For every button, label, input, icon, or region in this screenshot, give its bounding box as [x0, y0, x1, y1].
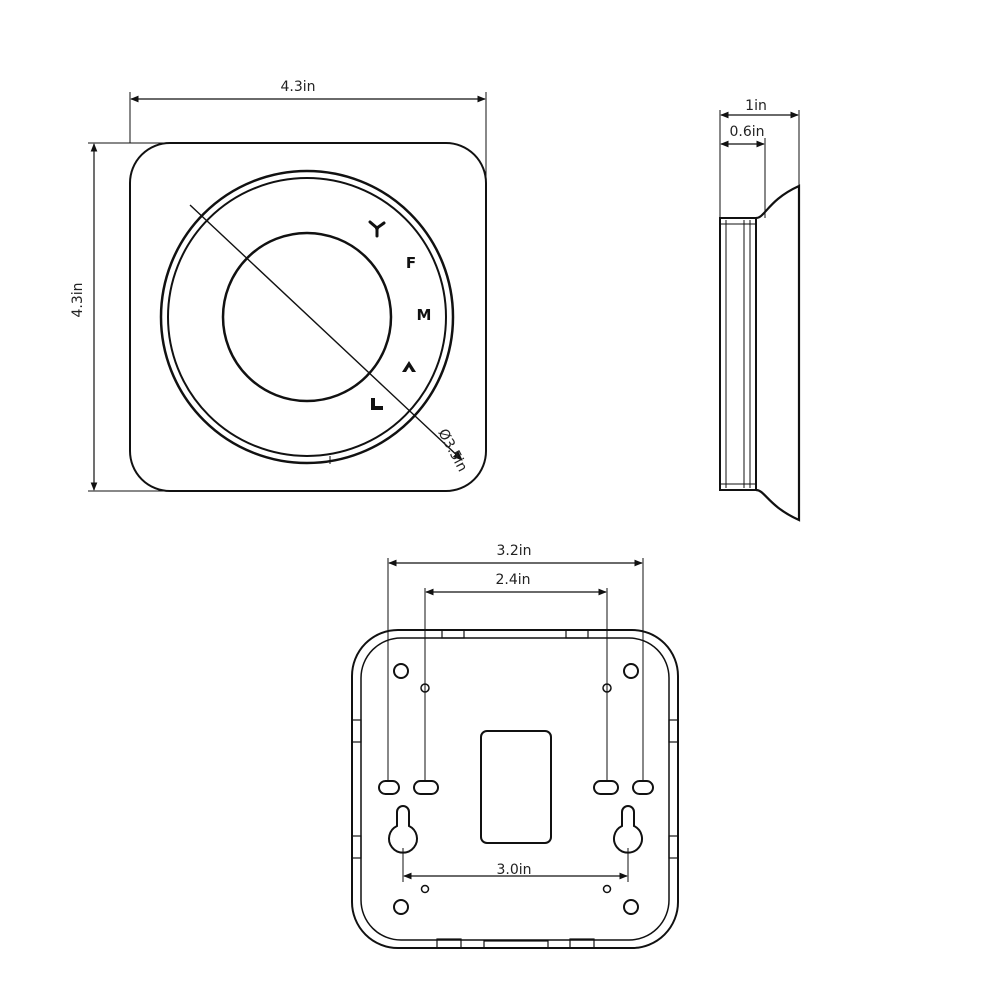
- slot-hole-inner-right: [593, 780, 619, 795]
- screw-hole-top-left: [393, 663, 409, 679]
- mode-letter-medium: M: [417, 306, 432, 324]
- keyhole-label: 3.0in: [496, 862, 531, 878]
- small-hole-left: [420, 884, 430, 894]
- front-height-label: 4.3in: [70, 282, 86, 317]
- front-view: 4.3in 4.3in Ø3.5in F M: [70, 79, 487, 492]
- wiring-window: [480, 730, 552, 844]
- slot-hole-inner-left: [413, 780, 439, 795]
- slot-hole-outer-right: [632, 780, 654, 795]
- dial-diameter-label: Ø3.5in: [434, 426, 470, 474]
- slot-hole-outer-left: [378, 780, 400, 795]
- auto-icon: [402, 361, 416, 372]
- back-plate-inner-outline: [360, 637, 670, 941]
- keyhole-right: [613, 805, 643, 854]
- dial-diameter-line: [189, 204, 463, 461]
- manual-icon: [371, 398, 383, 410]
- front-width-label: 4.3in: [280, 79, 315, 95]
- side-dial-profile: [755, 184, 801, 522]
- back-outer-holes-label: 3.2in: [496, 543, 531, 559]
- screw-hole-top-right: [623, 663, 639, 679]
- mode-letter-fast: F: [406, 254, 416, 272]
- dial-outer-ring-inner-edge: [167, 177, 447, 457]
- pin-hole-left: [420, 683, 430, 693]
- side-view: 1in 0.6in: [719, 98, 801, 522]
- side-total-depth-label: 1in: [745, 98, 767, 114]
- screw-hole-bottom-left: [393, 899, 409, 915]
- side-base-block: [719, 217, 757, 491]
- front-body-outline: [129, 142, 487, 492]
- fan-icon: [368, 220, 386, 238]
- screw-hole-bottom-right: [623, 899, 639, 915]
- back-plate-view: 3.2in 2.4in: [351, 543, 679, 949]
- keyhole-left: [388, 805, 418, 854]
- dial-inner-display: [221, 231, 393, 403]
- small-hole-right: [602, 884, 612, 894]
- back-inner-holes-label: 2.4in: [495, 572, 530, 588]
- side-base-depth-label: 0.6in: [729, 124, 764, 140]
- pin-hole-right: [602, 683, 612, 693]
- dial-outer-ring: [159, 169, 455, 465]
